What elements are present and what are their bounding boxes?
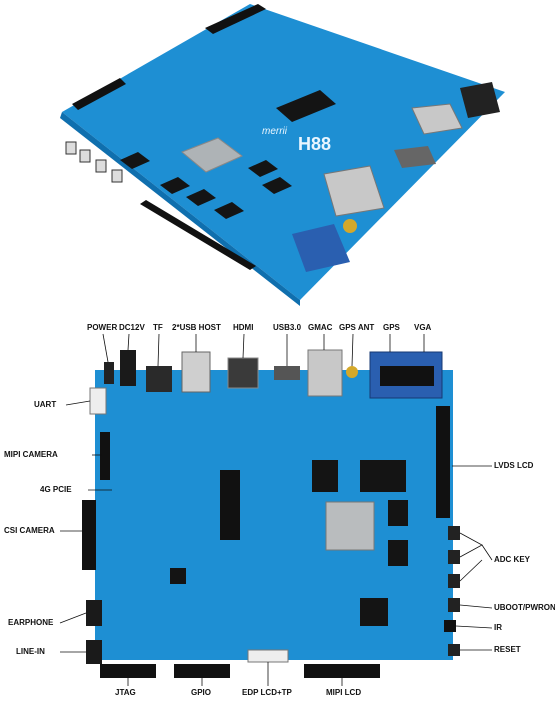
top-header-rear (205, 4, 266, 34)
label-gps: GPS (383, 323, 400, 332)
ram-chips (312, 460, 408, 566)
label-4g-pcie: 4G PCIE (40, 485, 72, 494)
top-board-photo: merrii H88 (60, 4, 505, 306)
label-gps-ant: GPS ANT (339, 323, 375, 332)
label-gmac: GMAC (308, 323, 333, 332)
gps-ant-connector (346, 366, 358, 378)
uart-connector (89, 387, 107, 415)
mipi-lcd-header (304, 664, 380, 678)
top-model-silkscreen: H88 (298, 134, 331, 154)
label-earphone: EARPHONE (8, 618, 54, 627)
top-buttons (65, 141, 123, 183)
label-hdmi: HDMI (233, 323, 254, 332)
mipi-camera-header (100, 432, 110, 480)
uboot-pwron-button (448, 598, 460, 612)
label-lvds-lcd: LVDS LCD (494, 461, 534, 470)
pmic-chip (360, 598, 388, 626)
usb3-port (274, 366, 300, 380)
label-mipi-camera: MIPI CAMERA (4, 450, 58, 459)
top-soc-chip (181, 137, 243, 173)
label-dc12v: DC12V (119, 323, 145, 332)
top-gpio-header (140, 200, 256, 270)
gmac-port (307, 349, 343, 397)
top-pcb-body (62, 4, 505, 300)
label-csi-camera: CSI CAMERA (4, 526, 55, 535)
label-tf: TF (153, 323, 163, 332)
label-reset: RESET (494, 645, 521, 654)
top-hdmi-port (394, 146, 436, 168)
top-dc-jack (460, 82, 500, 118)
label-uart: UART (34, 400, 57, 409)
label-ir: IR (494, 623, 502, 632)
lvds-lcd-header (436, 406, 450, 518)
top-ram-chips (120, 90, 336, 219)
annotated-board (82, 349, 460, 678)
label-usb-host: 2*USB HOST (172, 323, 221, 332)
leader-lines (59, 333, 493, 686)
reset-button (448, 644, 460, 656)
label-edp-lcd-tp: EDP LCD+TP (242, 688, 292, 697)
label-jtag: JTAG (115, 688, 136, 697)
label-gpio: GPIO (191, 688, 212, 697)
earphone-jack (86, 600, 102, 626)
csi-camera-header (82, 500, 96, 570)
tf-slot (146, 366, 172, 392)
label-mipi-lcd: MIPI LCD (326, 688, 362, 697)
usb-host-port (181, 351, 211, 393)
top-gps-ant (343, 219, 357, 233)
hdmi-port (227, 357, 259, 389)
main-soc (325, 501, 375, 551)
label-power: POWER (87, 323, 118, 332)
gpio-header (174, 664, 230, 678)
top-header-left (72, 78, 126, 110)
line-in-jack (86, 640, 102, 664)
small-chip (170, 568, 186, 584)
pcie-slot (220, 470, 240, 540)
label-line-in: LINE-IN (16, 647, 45, 656)
label-uboot-pwron: UBOOT/PWRON (494, 603, 555, 612)
edp-connector (247, 649, 289, 663)
power-switch (104, 362, 114, 384)
label-vga: VGA (414, 323, 432, 332)
top-brand-silkscreen: merrii (262, 126, 288, 137)
top-ethernet-port (323, 165, 385, 217)
label-adc-key: ADC KEY (494, 555, 531, 564)
jtag-header (100, 664, 156, 678)
top-vga-port (292, 224, 350, 272)
vga-pins (380, 366, 434, 386)
dc12v-jack (120, 350, 136, 386)
top-usb-port (411, 103, 463, 135)
ir-receiver (444, 620, 456, 632)
label-usb3: USB3.0 (273, 323, 302, 332)
adc-key-buttons (448, 526, 460, 588)
